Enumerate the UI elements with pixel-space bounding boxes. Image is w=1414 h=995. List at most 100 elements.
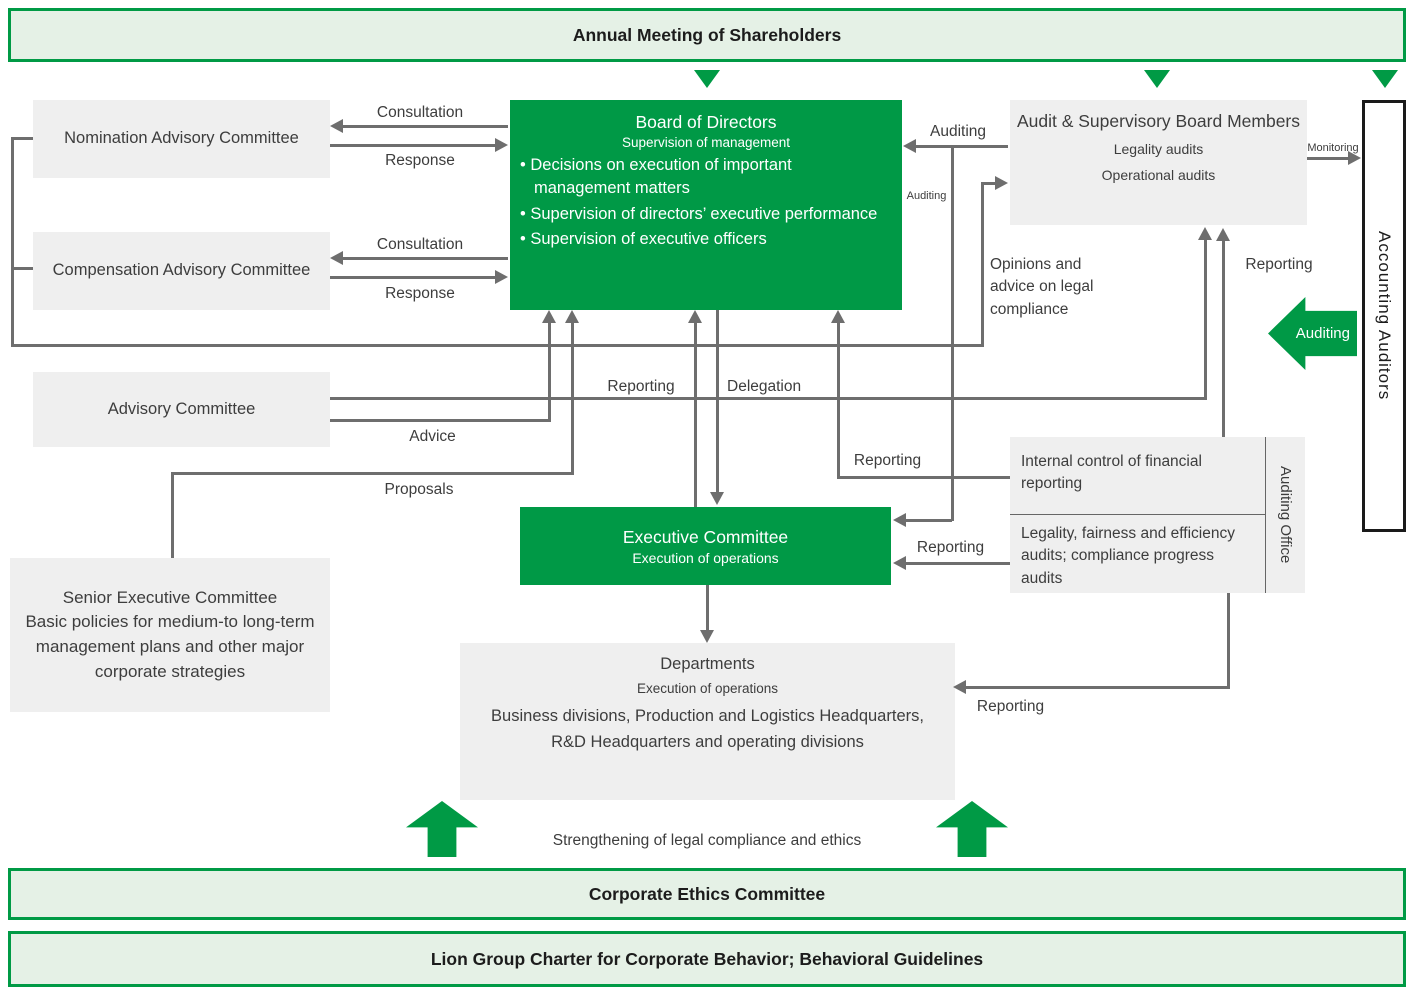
departments-subtitle: Execution of operations	[636, 680, 779, 696]
exec-to-departments-arrowhead-icon	[700, 630, 714, 643]
consultation-nomination-line	[343, 125, 508, 128]
box-auditing-office: Internal control of financial reporting …	[1010, 437, 1305, 593]
label-response-compensation: Response	[385, 285, 455, 302]
board-bullet-list: Decisions on execution of important mana…	[510, 154, 902, 252]
monitoring-line	[1307, 157, 1349, 160]
response-compensation-arrowhead-icon	[495, 270, 508, 284]
opinions-stub-line	[981, 182, 996, 185]
auditing-to-exec-arrowhead-icon	[893, 513, 906, 527]
delegation-arrowhead-icon	[710, 492, 724, 505]
box-executive-committee: Executive Committee Execution of operati…	[520, 507, 891, 585]
executive-title: Executive Committee	[622, 526, 789, 547]
opinions-arrowhead-icon	[995, 176, 1008, 190]
advice-to-board-arrowhead-icon	[542, 310, 556, 323]
board-bullet-2: Supervision of directors’ executive perf…	[530, 203, 892, 226]
reporting-exec-to-board-arrowhead-icon	[688, 310, 702, 323]
departments-title: Departments	[660, 655, 755, 673]
proposals-vertical-to-board	[571, 323, 574, 475]
monitoring-arrowhead-icon	[1348, 151, 1361, 165]
advice-line-to-board	[330, 419, 551, 422]
annual-meeting-label: Annual Meeting of Shareholders	[572, 24, 842, 45]
reporting-office-to-departments-horizontal	[966, 686, 1230, 689]
charter-banner: Lion Group Charter for Corporate Behavio…	[8, 931, 1406, 987]
reporting-office-to-departments-arrowhead-icon	[953, 680, 966, 694]
board-title: Board of Directors	[635, 112, 777, 132]
box-board-of-directors: Board of Directors Supervision of manage…	[510, 100, 902, 310]
auditing-office-divider	[1010, 514, 1265, 515]
auditing-to-exec-horizontal	[906, 519, 952, 522]
reporting-office-to-board-vertical	[837, 323, 840, 479]
proposals-arrowhead-icon	[565, 310, 579, 323]
proposals-horizontal	[171, 472, 574, 475]
bracket-vertical	[11, 137, 14, 347]
corporate-ethics-banner: Corporate Ethics Committee	[8, 868, 1406, 920]
delegation-line	[716, 310, 719, 492]
senior-desc: Basic policies for medium-to long-term m…	[25, 612, 315, 681]
bracket-stub-nomination	[11, 137, 33, 140]
label-proposals: Proposals	[384, 481, 454, 498]
accounting-auditors-title: Accounting Auditors	[1375, 231, 1394, 401]
bracket-stub-compensation	[11, 267, 33, 270]
label-strengthening: Strengthening of legal compliance and et…	[552, 832, 862, 849]
reporting-office-to-audit-arrowhead-icon	[1216, 228, 1230, 241]
label-opinions: Opinions and advice on legal compliance	[990, 256, 1094, 318]
audit-line-operational: Operational audits	[1101, 166, 1216, 183]
corporate-ethics-label: Corporate Ethics Committee	[588, 883, 826, 904]
consultation-compensation-line	[343, 257, 508, 260]
banner-triangle-to-audit-icon	[1144, 70, 1170, 88]
advice-line-to-audit	[330, 397, 1207, 400]
charter-label: Lion Group Charter for Corporate Behavio…	[430, 948, 984, 969]
box-senior-executive-committee: Senior Executive Committee Basic policie…	[10, 558, 330, 712]
senior-title: Senior Executive Committee	[62, 587, 278, 607]
box-audit-supervisory-board: Audit & Supervisory Board Members Legali…	[1010, 100, 1307, 225]
label-reporting-office-to-departments: Reporting	[976, 698, 1045, 715]
executive-subtitle: Execution of operations	[632, 549, 779, 566]
label-reporting-office-to-audit: Reporting	[1245, 256, 1313, 273]
auditing-to-exec-vertical	[951, 145, 954, 521]
proposals-vertical-from-senior	[171, 473, 174, 558]
label-consultation-compensation: Consultation	[376, 236, 464, 253]
auditing-office-label: Auditing Office	[1277, 466, 1294, 564]
reporting-office-to-exec-line	[906, 562, 1010, 565]
reporting-office-to-exec-arrowhead-icon	[893, 556, 906, 570]
label-reporting-office-to-exec: Reporting	[916, 539, 985, 556]
advice-to-audit-arrowhead-icon	[1198, 227, 1212, 240]
advisory-title: Advisory Committee	[107, 399, 256, 418]
response-compensation-line	[330, 276, 495, 279]
box-compensation-advisory-committee: Compensation Advisory Committee	[33, 232, 330, 310]
strengthening-up-arrow-left-icon	[406, 801, 478, 857]
label-auditing-to-exec: Auditing	[906, 190, 947, 202]
reporting-office-to-board-horizontal	[837, 476, 1010, 479]
audit-line-legality: Legality audits	[1113, 140, 1204, 157]
annual-meeting-banner: Annual Meeting of Shareholders	[8, 8, 1406, 62]
response-nomination-line	[330, 144, 495, 147]
auditing-to-board-arrowhead-icon	[903, 139, 916, 153]
auditing-office-side-divider	[1265, 437, 1266, 593]
auditing-office-side: Auditing Office	[1266, 437, 1305, 593]
advice-vertical-to-audit	[1204, 240, 1207, 400]
label-response-nomination: Response	[385, 152, 455, 169]
box-accounting-auditors: Accounting Auditors	[1362, 100, 1406, 532]
reporting-office-to-audit-line	[1222, 241, 1225, 437]
consultation-compensation-arrowhead-icon	[330, 251, 343, 265]
label-advice: Advice	[409, 428, 456, 445]
opinions-horizontal-line	[11, 344, 984, 347]
box-departments: Departments Execution of operations Busi…	[460, 643, 955, 800]
banner-triangle-to-accounting-icon	[1372, 70, 1398, 88]
auditing-office-section-legality: Legality, fairness and efficiency audits…	[1021, 525, 1235, 587]
label-reporting-exec-to-board: Reporting	[607, 378, 675, 395]
departments-desc: Business divisions, Production and Logis…	[491, 707, 924, 752]
exec-to-departments-line	[706, 585, 709, 630]
compensation-title: Compensation Advisory Committee	[52, 261, 311, 280]
board-bullet-3: Supervision of executive officers	[530, 228, 892, 251]
box-advisory-committee: Advisory Committee	[33, 372, 330, 447]
reporting-exec-to-board-line	[694, 323, 697, 507]
strengthening-up-arrow-right-icon	[936, 801, 1008, 857]
label-consultation-nomination: Consultation	[376, 104, 464, 121]
label-delegation: Delegation	[727, 378, 802, 395]
label-monitoring: Monitoring	[1307, 142, 1359, 154]
label-auditing-block: Auditing	[1295, 325, 1350, 342]
box-nomination-advisory-committee: Nomination Advisory Committee	[33, 100, 330, 178]
banner-triangle-to-board-icon	[694, 70, 720, 88]
